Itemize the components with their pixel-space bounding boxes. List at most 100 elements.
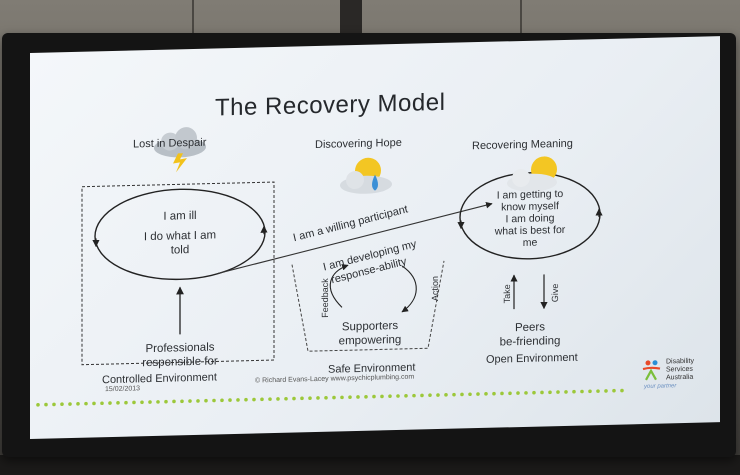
logo-line-3: Australia: [666, 373, 694, 382]
right-oval-text: I am getting to know myself I am doing w…: [485, 188, 575, 250]
green-dot: [292, 396, 296, 401]
green-dot: [380, 394, 384, 399]
green-dot: [116, 401, 120, 405]
green-dot: [140, 400, 144, 405]
green-dot: [524, 391, 528, 395]
action-arrow: [401, 265, 417, 313]
green-dot: [516, 391, 520, 395]
responsible-for: responsible for: [142, 355, 218, 370]
green-dot: [340, 395, 344, 400]
green-dot: [164, 399, 168, 404]
slide-title: The Recovery Model: [215, 88, 446, 122]
green-dot: [556, 390, 560, 394]
green-dot: [620, 388, 624, 393]
green-dot: [228, 398, 232, 402]
willing-participant-arrow: [217, 201, 493, 274]
green-dot: [388, 394, 392, 399]
professionals-text: Professionals responsible for: [130, 340, 230, 370]
green-dot: [460, 392, 464, 397]
green-dot: [484, 392, 488, 396]
take-label: Take: [502, 284, 512, 304]
green-dot: [444, 393, 448, 397]
feedback-arrow: [329, 264, 349, 308]
green-dot: [468, 392, 472, 397]
green-dot: [300, 396, 304, 401]
supporters-text: Supporters empowering: [325, 319, 415, 349]
green-dot: [604, 389, 608, 393]
stage-recovering-meaning: Recovering Meaning: [472, 137, 573, 153]
green-dot: [612, 388, 616, 393]
stage-lost-in-despair: Lost in Despair: [133, 136, 207, 151]
green-dot: [76, 402, 80, 406]
green-dot: [276, 397, 280, 401]
left-oval-text: I am ill I do what I am told: [140, 208, 220, 258]
stage-discovering-hope: Discovering Hope: [315, 136, 402, 152]
open-environment-label: Open Environment: [486, 351, 578, 366]
green-dot: [492, 391, 496, 396]
green-dot: [372, 394, 376, 399]
green-dot: [204, 398, 208, 403]
green-dot: [316, 396, 320, 400]
green-dot: [420, 393, 424, 398]
green-dot: [476, 392, 480, 396]
green-dot: [132, 400, 136, 405]
doing-best-3: me: [522, 236, 538, 249]
give-label: Give: [550, 283, 560, 303]
green-dot: [548, 390, 552, 395]
green-dot: [188, 399, 192, 403]
green-dot: [332, 395, 336, 400]
logo-figure-icon: [642, 360, 661, 381]
green-dot: [428, 393, 432, 398]
green-dot: [124, 400, 128, 405]
green-dot: [572, 389, 576, 394]
green-dot: [92, 401, 96, 406]
green-dot: [44, 402, 48, 407]
slide-date: 15/02/2013: [105, 385, 141, 394]
empowering: empowering: [338, 333, 402, 348]
feedback-label: Feedback: [320, 278, 330, 318]
green-dot: [252, 397, 256, 402]
green-dot: [508, 391, 512, 396]
green-dot: [452, 392, 456, 397]
green-dot: [580, 389, 584, 394]
green-dot: [500, 391, 504, 396]
green-dot: [412, 393, 416, 398]
diagram-graphics: [36, 127, 624, 407]
green-dot: [308, 396, 312, 400]
green-dot: [108, 401, 112, 405]
green-dot: [284, 396, 288, 401]
green-dot: [324, 395, 328, 400]
green-dot: [348, 395, 352, 399]
green-dot: [236, 398, 240, 402]
green-dotted-divider: [36, 388, 624, 407]
green-dot: [356, 395, 360, 399]
green-dot: [404, 394, 408, 398]
safe-environment-box: [291, 260, 445, 352]
wall-panel-seam: [192, 0, 194, 60]
peers-text: Peers be-friending: [485, 320, 575, 350]
slide-screen: The Recovery Model Lost in Despair Disco…: [30, 36, 720, 439]
sun-cloud-icon: [507, 156, 557, 192]
green-dot: [180, 399, 184, 404]
controlled-environment-box: [81, 181, 275, 366]
green-dot: [172, 399, 176, 404]
logo-tagline: your partner: [644, 383, 677, 390]
green-dot: [436, 393, 440, 397]
i-do-what-i-am: I do what I am: [143, 229, 217, 244]
green-dot: [212, 398, 216, 403]
green-dot: [532, 390, 536, 395]
getting-to-know-1: I am getting to: [496, 187, 564, 202]
green-dot: [364, 394, 368, 399]
be-friending: be-friending: [499, 335, 561, 349]
green-dot: [564, 390, 568, 394]
tv-base-shadow: [0, 455, 740, 475]
logo-wordmark: Disability Services Australia: [666, 358, 694, 383]
green-dot: [148, 400, 152, 404]
action-label: Action: [430, 275, 440, 302]
green-dot: [220, 398, 224, 403]
green-dot: [196, 399, 200, 403]
green-dot: [100, 401, 104, 406]
wall-panel-seam: [520, 0, 522, 60]
green-dot: [260, 397, 264, 402]
green-dot: [36, 403, 40, 407]
